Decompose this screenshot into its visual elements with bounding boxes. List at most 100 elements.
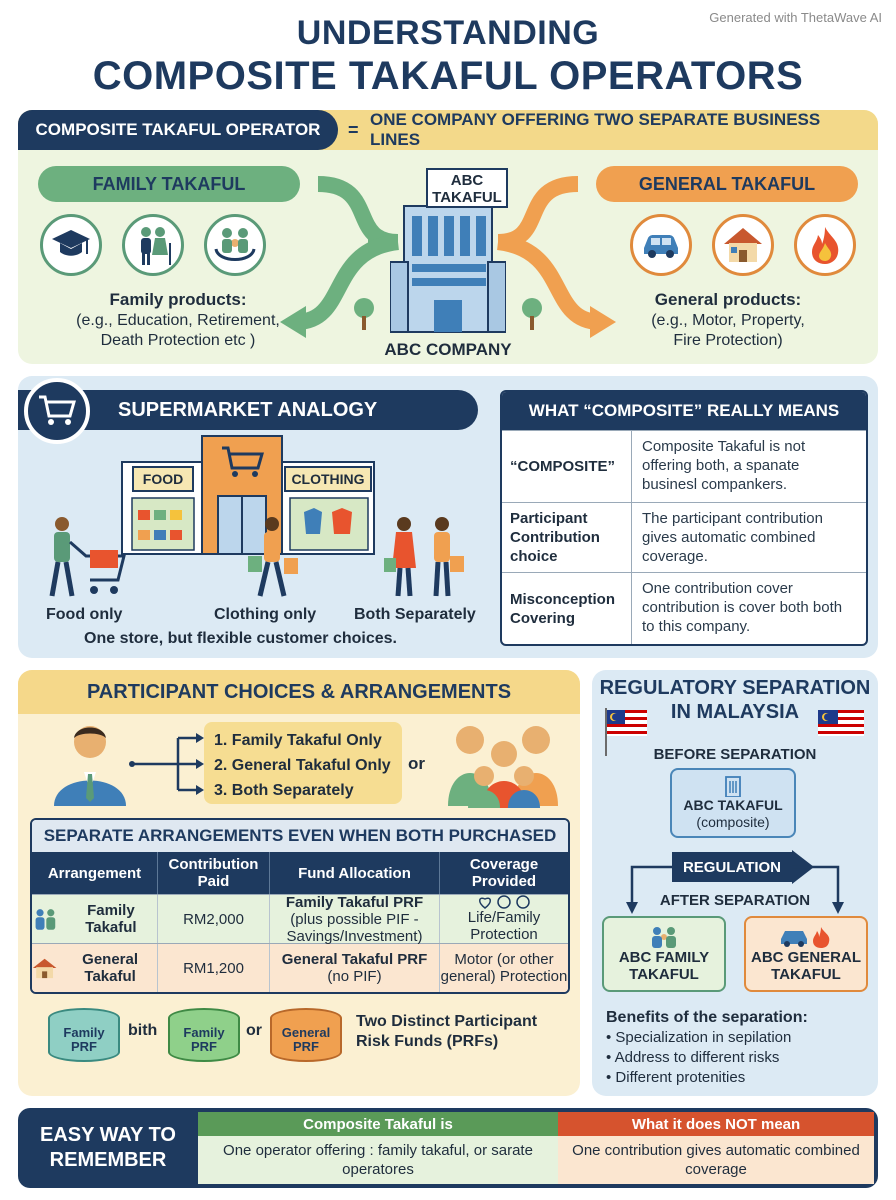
caption-clothing-only: Clothing only	[214, 606, 317, 623]
couple-shoppers-icon	[384, 517, 464, 597]
composite-meaning-table: WHAT “COMPOSITE” REALLY MEANS “COMPOSITE…	[500, 390, 868, 646]
table-row: General Takaful RM1,200 General Takaful …	[32, 943, 568, 992]
general-takaful-box-label: ABC GENERAL TAKAFUL	[750, 949, 861, 983]
regulatory-section: REGULATORY SEPARATION IN MALAYSIA BEFORE…	[592, 670, 878, 1096]
shopping-cart-icon	[39, 395, 76, 425]
shopper-with-cart-icon	[49, 517, 126, 597]
table-row: Misconception Covering One contribution …	[502, 572, 866, 644]
does-not-mean-text: One contribution gives automatic combine…	[572, 1142, 860, 1178]
composite-meaning-title: WHAT “COMPOSITE” REALLY MEANS	[502, 392, 866, 430]
meaning-value: Composite Takaful is not offering both, …	[642, 438, 806, 493]
general-products-title: General products:	[654, 290, 802, 309]
meaning-value: One contribution cover contribution is c…	[642, 580, 843, 635]
malaysia-flag-icon	[605, 708, 647, 756]
benefit-text: Address to different risks	[614, 1049, 780, 1066]
arrangement-cell: Family Takaful	[32, 895, 158, 943]
watermark: Generated with ThetaWave AI	[709, 10, 882, 25]
fund-note: (no PIF)	[327, 968, 382, 985]
coverage-cell: Motor (or other general) Protection	[440, 951, 568, 985]
arrangements-table: SEPARATE ARRANGEMENTS EVEN WHEN BOTH PUR…	[30, 818, 570, 994]
fund-cell: General Takaful PRF (no PIF)	[270, 944, 440, 992]
family-icon	[35, 909, 56, 930]
house-icon	[32, 958, 57, 979]
graduation-cap-icon	[40, 214, 102, 276]
family-products-desc-2: Death Protection etc )	[100, 332, 256, 349]
choice-option-family: 1. Family Takaful Only	[214, 732, 382, 749]
family-prf-fund: Family PRF	[168, 1008, 240, 1062]
general-takaful-pill: GENERAL TAKAFUL	[596, 166, 858, 202]
benefits-title: Benefits of the separation:	[606, 1009, 808, 1026]
after-separation-label: AFTER SEPARATION	[659, 892, 811, 909]
regulatory-title-1: REGULATORY SEPARATION	[599, 677, 871, 699]
analogy-summary: One store, but flexible customer choices…	[84, 630, 397, 647]
general-prf-fund: General PRF	[270, 1008, 342, 1062]
meaning-key: Misconception Covering	[502, 573, 632, 644]
coverage-text: Life/Family Protection	[467, 909, 541, 943]
arrangement-cell: General Takaful	[32, 944, 158, 992]
does-not-mean-title: What it does NOT mean	[558, 1112, 874, 1136]
title-line-1: UNDERSTANDING	[296, 14, 600, 52]
header-fund-allocation: Fund Allocation	[270, 852, 440, 894]
fund-main: Family Takaful PRF	[285, 893, 424, 911]
header-arrangement: Arrangement	[32, 852, 158, 894]
title-line-2: COMPOSITE TAKAFUL OPERATORS	[92, 54, 804, 98]
shopper-with-bags-icon	[248, 517, 298, 597]
house-icon	[712, 214, 774, 276]
header-contribution: Contribution Paid	[158, 852, 270, 894]
benefits-list: Benefits of the separation: • Specializa…	[606, 1008, 868, 1088]
composite-box: ABC TAKAFUL (composite)	[670, 768, 796, 838]
family-prf-fund: Family PRF	[48, 1008, 120, 1062]
general-products-desc-1: (e.g., Motor, Property,	[651, 312, 805, 329]
general-takaful-box: ABC GENERAL TAKAFUL	[744, 916, 868, 992]
definition-term: COMPOSITE TAKAFUL OPERATOR	[18, 110, 338, 150]
remember-label: EASY WAY TO REMEMBER	[40, 1124, 176, 1171]
cart-badge	[24, 378, 90, 444]
contribution-cell: RM1,200	[158, 944, 270, 992]
company-building: ABC TAKAFUL	[390, 164, 508, 334]
regulation-bar: REGULATION	[672, 852, 792, 882]
family-icon	[652, 927, 676, 948]
benefit-text: Different protenities	[615, 1069, 746, 1086]
composite-is-text: One operator offering : family takaful, …	[223, 1142, 533, 1178]
car-and-fire-icon	[781, 927, 830, 948]
choice-option-general: 2. General Takaful Only	[214, 757, 391, 774]
contribution-cell: RM2,000	[158, 895, 270, 943]
office-building-icon	[390, 205, 506, 333]
branch-arrows-icon	[129, 733, 204, 795]
composite-is-title: Composite Takaful is	[198, 1112, 558, 1136]
composite-box-title: ABC TAKAFUL	[683, 797, 783, 813]
table-row: “COMPOSITE” Composite Takaful is not off…	[502, 430, 866, 502]
company-label: ABC COMPANY	[384, 340, 512, 359]
definition-meaning: ONE COMPANY OFFERING TWO SEPARATE BUSINE…	[370, 110, 821, 149]
analogy-section: SUPERMARKET ANALOGY FOOD CLOTHING	[18, 376, 878, 658]
remember-section: EASY WAY TO REMEMBER Composite Takaful i…	[18, 1108, 878, 1188]
meaning-value: The participant contribution gives autom…	[642, 510, 823, 565]
composite-box-subtitle: (composite)	[696, 814, 770, 830]
family-care-icon	[204, 214, 266, 276]
building-sign: ABC TAKAFUL	[426, 168, 508, 208]
family-products-desc-1: (e.g., Education, Retirement,	[76, 312, 280, 329]
fund-cell: Family Takaful PRF (plus possible PIF - …	[270, 893, 440, 945]
meaning-key: Participant Contribution choice	[502, 503, 632, 572]
regulatory-title: REGULATORY SEPARATION IN MALAYSIA	[592, 676, 878, 724]
tree-icon	[522, 298, 542, 330]
regulatory-title-2: IN MALAYSIA	[670, 701, 800, 723]
overview-section: COMPOSITE TAKAFUL OPERATOR = ONE COMPANY…	[18, 110, 878, 364]
does-not-mean-column: What it does NOT mean One contribution g…	[558, 1112, 874, 1184]
list-item: • Specialization in sepilation	[606, 1029, 792, 1046]
fire-icon	[794, 214, 856, 276]
coverage-icons	[479, 895, 530, 909]
building-sign-line-1: ABC	[450, 172, 484, 189]
definition-equals: =	[348, 119, 359, 140]
arrangements-title: SEPARATE ARRANGEMENTS EVEN WHEN BOTH PUR…	[32, 820, 568, 852]
caption-food-only: Food only	[46, 606, 123, 623]
arrangement-name: Family Takaful	[85, 902, 137, 936]
benefit-text: Specialization in sepilation	[615, 1029, 792, 1046]
building-icon	[725, 776, 741, 797]
family-takaful-pill: FAMILY TAKAFUL	[38, 166, 300, 202]
elderly-couple-icon	[122, 214, 184, 276]
fund-join-1: bith	[128, 1022, 158, 1039]
before-separation-label: BEFORE SEPARATION	[653, 746, 817, 763]
arrangement-name: General Takaful	[82, 951, 139, 985]
malaysia-flag-icon	[818, 710, 864, 736]
